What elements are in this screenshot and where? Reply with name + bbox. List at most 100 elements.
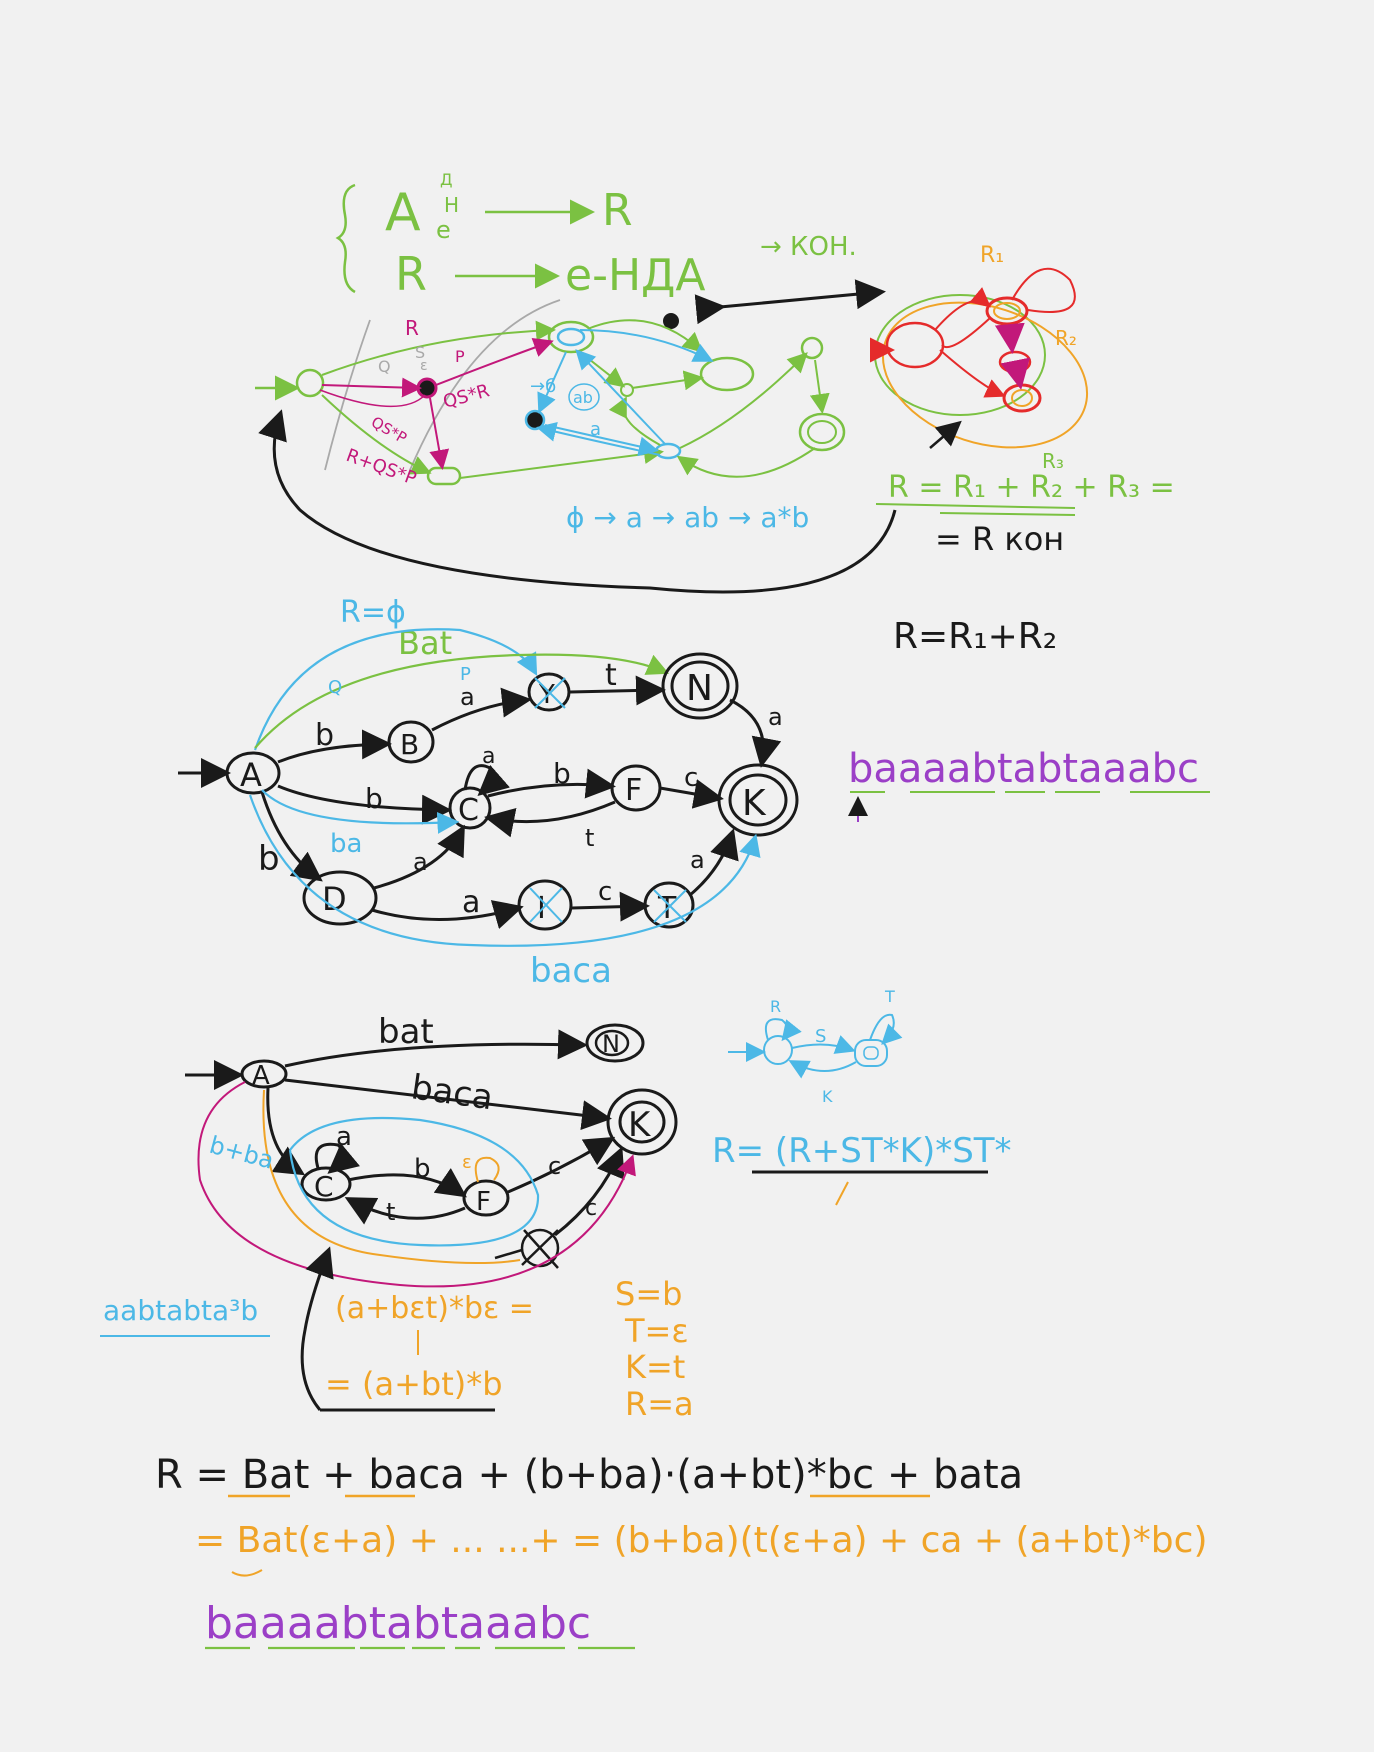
edge-g5: [631, 370, 704, 391]
edge-g4: [589, 319, 703, 353]
cluster-red-4-inner: [1011, 389, 1033, 407]
small-state-2: [854, 1039, 888, 1067]
b-return-arrow: [300, 1246, 334, 1411]
edge-YN-label: t: [605, 658, 617, 693]
edge-IT-label: c: [598, 877, 612, 907]
label-ba: ba: [330, 829, 362, 859]
bottom-section: A N K C F bat baca a b t c c ε b+ba: [100, 987, 1012, 1423]
edge-CF: [487, 768, 616, 799]
cluster-red-2-inner: [993, 302, 1021, 320]
b-sub-2: K=t: [625, 1348, 685, 1386]
b-edge-FK-label: c: [548, 1152, 561, 1180]
b-state-F: [462, 1179, 510, 1217]
top-section: A Д Н e R R e-НДА → КОН.: [255, 170, 1175, 657]
label-R-QS-P: R+QS*P: [343, 445, 419, 490]
cluster-loop: [1011, 267, 1076, 313]
small-state-1: [763, 1035, 793, 1065]
edge-YN: [569, 675, 666, 706]
label-baca: baca: [530, 951, 612, 991]
b-state-C-label: C: [314, 1170, 334, 1203]
b-eps-label: ε: [462, 1152, 472, 1173]
cluster-red-3: [998, 350, 1032, 374]
brace-line1-right: R: [602, 185, 633, 236]
state-dark-blue: [524, 409, 546, 431]
formula-R-star-pointer: [835, 1181, 849, 1206]
edge-AC: [277, 784, 452, 825]
b-state-K-inner: [618, 1100, 666, 1144]
edge-FC-label: t: [585, 824, 594, 852]
edge-AB-label: b: [315, 718, 334, 753]
progression: ϕ → a → ab → a*b: [566, 501, 809, 534]
R2-label: R₂: [1055, 326, 1077, 350]
edge-blue-ba: [261, 789, 460, 834]
b-edge-CC-loop: [314, 1142, 361, 1174]
state-K-inner: [728, 773, 788, 827]
edge-g3: [459, 444, 664, 479]
edge-BY: [431, 687, 532, 732]
kon-label: → КОН.: [760, 232, 857, 262]
label-R: R: [405, 316, 419, 340]
b-state-A: [240, 1059, 288, 1089]
edge-m2: [435, 338, 554, 386]
state-N-label: N: [686, 668, 713, 709]
b-edge-XK: [554, 1146, 625, 1237]
edge-FC: [484, 800, 616, 838]
cluster-edge-1: [934, 287, 992, 331]
state-F-label: F: [625, 773, 642, 808]
state-Y-label: Y: [538, 680, 555, 710]
b-state-A-label: A: [252, 1061, 270, 1091]
label-ab-ring: [568, 383, 600, 411]
small-loop-1: [764, 1018, 802, 1042]
edge-b2: [537, 351, 567, 414]
b-sub-1: T=ε: [624, 1312, 689, 1350]
cluster-edge-2: [939, 349, 1006, 398]
small-loop-2: [869, 1013, 903, 1045]
b-edge-AK-label: baca: [409, 1067, 496, 1118]
final-word: baaaabtabtaaabc: [205, 1598, 591, 1649]
gray-curve-2: [409, 299, 561, 471]
state-B-label: B: [400, 728, 419, 761]
b-state-N-inner: [594, 1029, 630, 1057]
R3-label: R₃: [1042, 449, 1064, 473]
brace-line1-sup: Д: [440, 170, 453, 189]
edge-b1: [579, 329, 714, 362]
final-line1: R = Bat + baca + (b+ba)·(a+bt)*bc + bata: [155, 1452, 1023, 1498]
small-edge-S: [791, 1035, 856, 1054]
final-line2: = Bat(ε+a) + ... ...+ = (b+ba)(t(ε+a) + …: [195, 1520, 1208, 1561]
b-edge-into-X: [494, 1248, 523, 1260]
edge-TK-label: a: [690, 846, 705, 874]
brace-line1-sup2: Н: [444, 193, 459, 217]
b-edge-AN: [284, 1029, 588, 1068]
edge-b5: [575, 349, 666, 445]
state-top-accept-inner: [556, 327, 586, 347]
b-eps-loop: [474, 1156, 500, 1183]
formula-underline-1: [875, 503, 1076, 509]
b-state-X-cross: [521, 1229, 559, 1269]
edge-FK-label: c: [684, 763, 698, 793]
edge-m4: [319, 389, 426, 408]
b-state-K-label: K: [628, 1105, 652, 1145]
edge-AB: [277, 729, 392, 764]
edge-IT: [571, 891, 650, 922]
label-S: S: [415, 343, 425, 362]
small-loop-1-label: R: [770, 997, 781, 1016]
state-I-cross: [529, 887, 563, 923]
b-edge-CC-label: a: [336, 1122, 352, 1152]
state-A: [225, 751, 281, 795]
formula-line1: R = R₁ + R₂ + R₃ =: [888, 470, 1175, 505]
state-D: [302, 870, 378, 926]
label-ab: ab: [573, 388, 593, 407]
formula-R-star: R= (R+ST*K)*ST*: [712, 1131, 1012, 1171]
label-eps: ε: [420, 358, 428, 374]
edge-DC: [373, 824, 465, 890]
b-word-left: aabtabta³b: [103, 1294, 258, 1327]
state-right-accept: [699, 356, 755, 392]
final-section: R = Bat + baca + (b+ba)·(a+bt)*bc + bata…: [155, 1452, 1208, 1650]
formula-underline-2: [939, 512, 1076, 516]
b-label-b-ba: b+ba: [206, 1131, 276, 1175]
state-N-inner: [670, 660, 730, 712]
cluster-edge-3: [941, 317, 991, 349]
state-Y-cross: [534, 677, 566, 709]
state-K-label: K: [742, 783, 767, 824]
state-bottom: [426, 466, 462, 486]
